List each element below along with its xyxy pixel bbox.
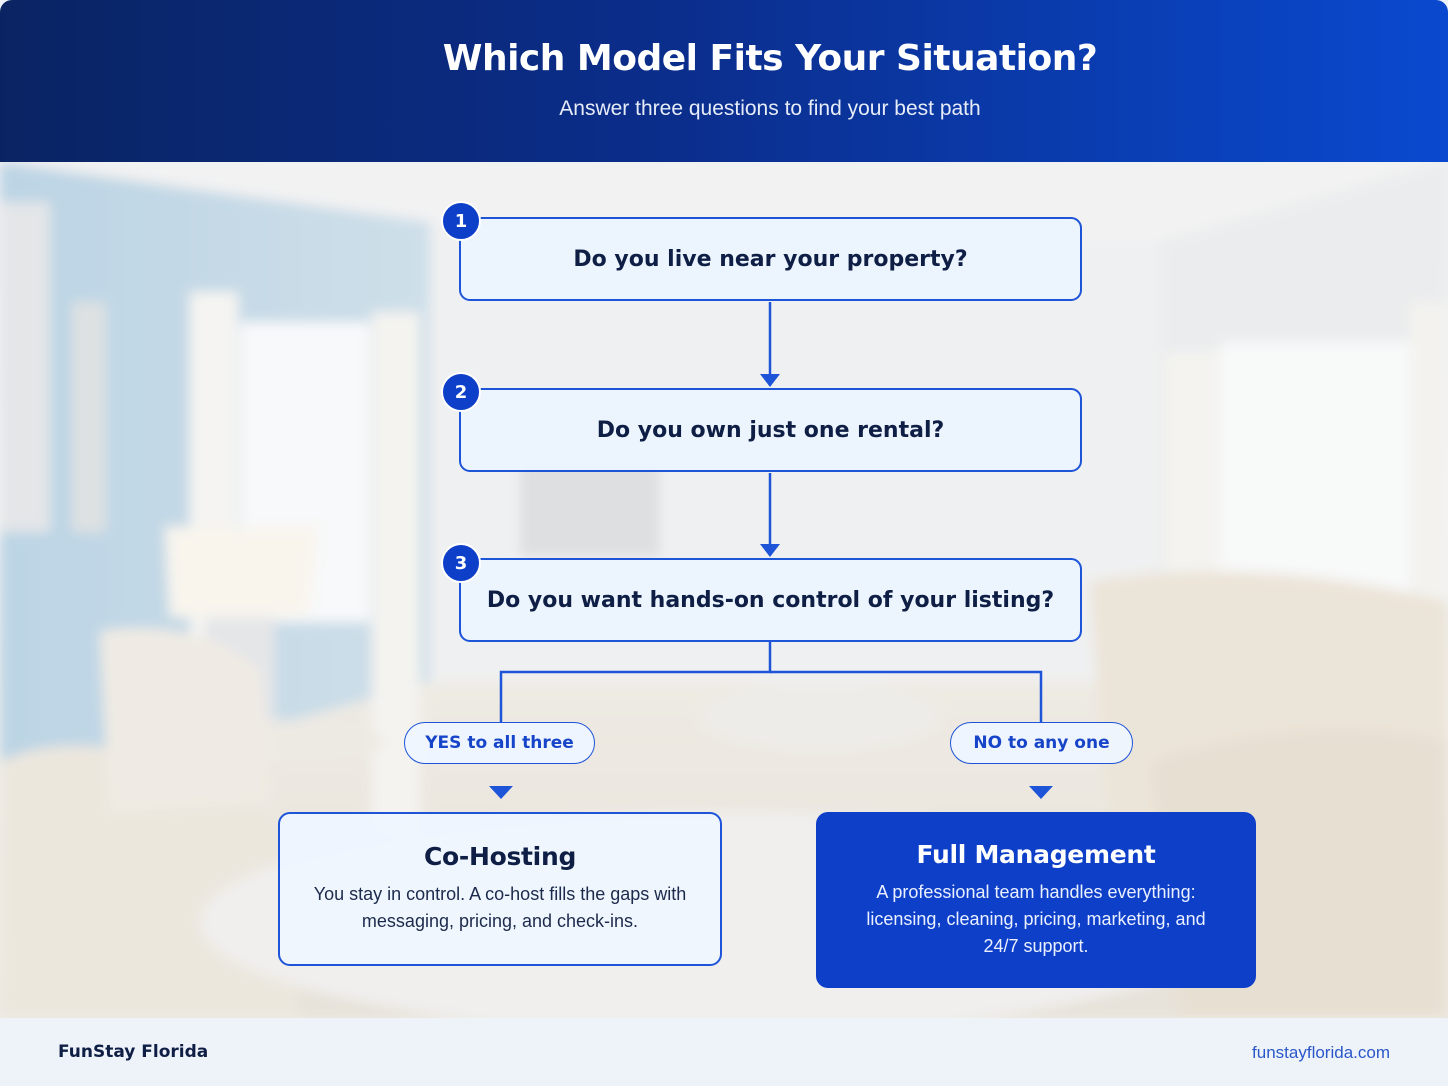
arrow-down-icon (760, 374, 780, 387)
connector-q3-no (770, 670, 1043, 722)
header-banner: Which Model Fits Your Situation? Answer … (0, 0, 1448, 162)
question-text-2: Do you own just one rental? (596, 417, 945, 443)
footer: FunStay Florida funstayflorida.com (0, 1018, 1448, 1086)
arrow-down-icon (760, 544, 780, 557)
result-title-full-management: Full Management (916, 840, 1156, 869)
arrow-down-icon (489, 786, 513, 799)
arrow-down-icon (1029, 786, 1053, 799)
result-description-full-management: A professional team handles everything: … (866, 882, 1206, 956)
result-description-cohosting: You stay in control. A co-host fills the… (313, 884, 687, 931)
result-card-cohosting: Co-Hosting You stay in control. A co-hos… (278, 812, 722, 966)
question-box-2: Do you own just one rental? (459, 388, 1082, 472)
question-box-3: Do you want hands-on control of your lis… (459, 558, 1082, 642)
branch-label-no: NO to any one (950, 722, 1133, 764)
question-number-badge-3: 3 (441, 543, 481, 583)
question-text-3: Do you want hands-on control of your lis… (486, 587, 1055, 613)
branch-label-yes: YES to all three (404, 722, 595, 764)
question-text-1: Do you live near your property? (573, 246, 968, 272)
footer-url[interactable]: funstayflorida.com (1252, 1043, 1390, 1062)
connector-q3-yes (499, 642, 772, 722)
question-number-badge-1: 1 (441, 201, 481, 241)
question-box-1: Do you live near your property? (459, 217, 1082, 301)
result-card-full-management: Full Management A professional team hand… (816, 812, 1256, 988)
question-number-badge-2: 2 (441, 372, 481, 412)
page-title: Which Model Fits Your Situation? (442, 38, 1098, 79)
page-subtitle: Answer three questions to find your best… (559, 97, 981, 120)
result-title-cohosting: Co-Hosting (423, 842, 577, 871)
footer-brand: FunStay Florida (58, 1042, 209, 1062)
